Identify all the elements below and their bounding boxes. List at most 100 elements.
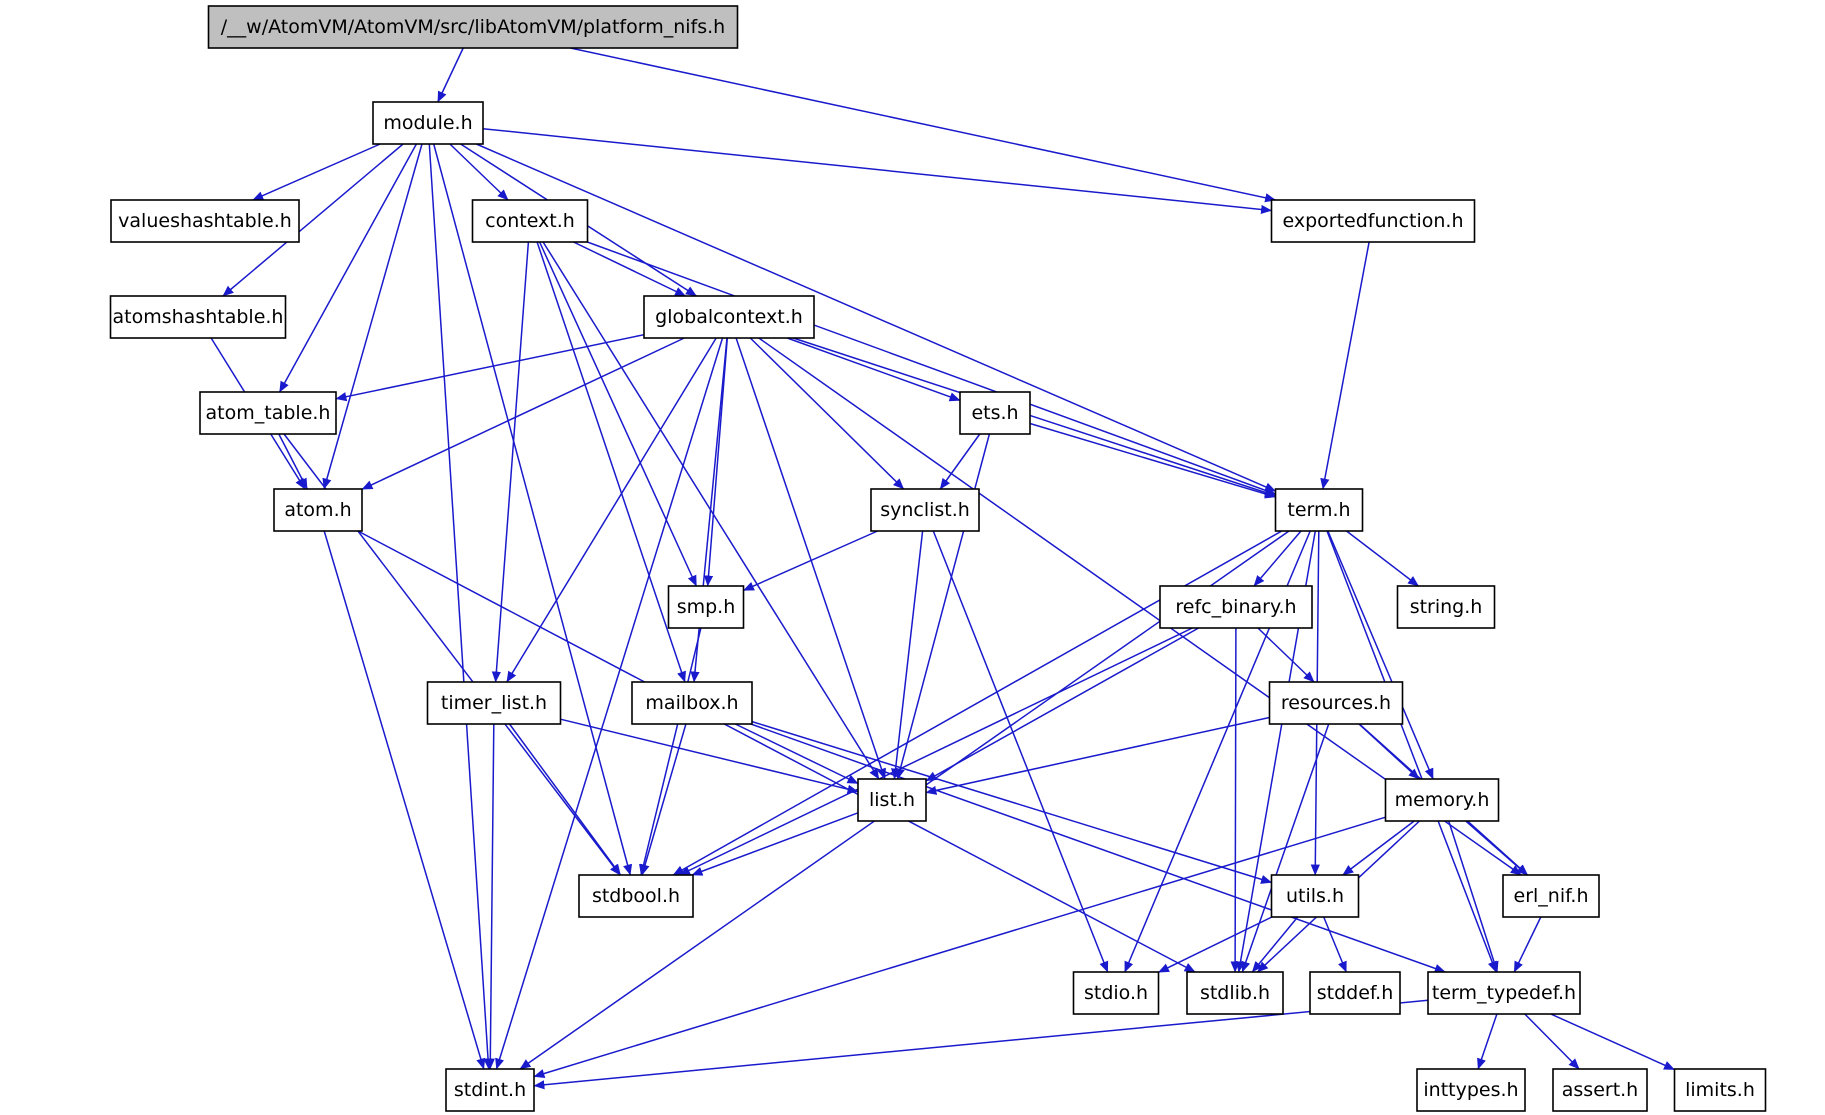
edge-module-to-atom_table: [278, 143, 418, 393]
edge-memory-to-stdint: [533, 816, 1386, 1078]
edge-module-to-stdbool: [432, 143, 633, 876]
node-box: [1502, 874, 1600, 918]
node-ets[interactable]: ets.h: [959, 391, 1031, 435]
edge-globalcontext-to-synclist: [749, 337, 905, 490]
edge-globalcontext-to-list: [735, 337, 886, 780]
node-smp[interactable]: smp.h: [667, 585, 745, 629]
node-box: [207, 5, 739, 49]
node-globalcontext[interactable]: globalcontext.h: [643, 295, 815, 339]
edge-globalcontext-to-term: [792, 337, 1277, 497]
node-box: [1396, 585, 1496, 629]
edge-term_typedef-to-limits: [1550, 1013, 1676, 1071]
node-erl-nif[interactable]: erl_nif.h: [1502, 874, 1600, 918]
node-box: [959, 391, 1031, 435]
node-valueshashtable[interactable]: valueshashtable.h: [110, 199, 300, 243]
node-string[interactable]: string.h: [1396, 585, 1496, 629]
node-box: [1159, 585, 1313, 629]
edge-term-to-refc_binary: [1253, 530, 1302, 587]
edge-exportedfunction-to-term: [1320, 241, 1370, 490]
edge-synclist-to-smp: [742, 530, 878, 592]
node-mailbox[interactable]: mailbox.h: [631, 681, 753, 725]
node-assert[interactable]: assert.h: [1552, 1068, 1648, 1112]
edge-term_typedef-to-assert: [1524, 1013, 1580, 1070]
node-inttypes[interactable]: inttypes.h: [1416, 1068, 1526, 1112]
node-atom-table[interactable]: atom_table.h: [199, 391, 337, 435]
edge-globalcontext-to-atom: [361, 337, 685, 490]
edge-refc_binary-to-list: [925, 627, 1199, 782]
node-label: exportedfunction.h: [1283, 210, 1464, 232]
edge-context-to-mailbox: [536, 241, 686, 683]
node-label: mailbox.h: [645, 692, 738, 714]
edge-module-to-term: [476, 143, 1277, 492]
node-exportedfunction[interactable]: exportedfunction.h: [1270, 199, 1476, 243]
node-box: [372, 101, 484, 145]
edge-globalcontext-to-timer_list: [506, 337, 717, 683]
node-term-typedef[interactable]: term_typedef.h: [1427, 971, 1581, 1015]
edge-globalcontext-to-smp: [703, 337, 729, 587]
nodes-layer: /__w/AtomVM/AtomVM/src/libAtomVM/platfor…: [109, 5, 1767, 1112]
edge-atom-to-stdlib: [357, 530, 1196, 973]
node-label: smp.h: [677, 596, 736, 618]
edge-mailbox-to-utils: [751, 720, 1273, 884]
node-memory[interactable]: memory.h: [1384, 778, 1500, 822]
edge-ets-to-list: [895, 433, 991, 780]
node-box: [1673, 1068, 1767, 1112]
node-refc-binary[interactable]: refc_binary.h: [1159, 585, 1313, 629]
node-box: [1270, 199, 1476, 243]
node-stdlib[interactable]: stdlib.h: [1186, 971, 1284, 1015]
node-utils[interactable]: utils.h: [1270, 874, 1360, 918]
node-label: module.h: [383, 112, 472, 134]
node-box: [857, 778, 927, 822]
node-label: term_typedef.h: [1432, 982, 1576, 1004]
edge-module-to-valueshashtable: [252, 143, 381, 201]
node-box: [273, 488, 363, 532]
node-limits[interactable]: limits.h: [1673, 1068, 1767, 1112]
node-stddef[interactable]: stddef.h: [1309, 971, 1401, 1015]
node-stdio[interactable]: stdio.h: [1072, 971, 1160, 1015]
node-box: [870, 488, 980, 532]
edge-utils-to-stddef: [1323, 916, 1347, 973]
node-list[interactable]: list.h: [857, 778, 927, 822]
edge-synclist-to-list: [890, 530, 924, 780]
edge-timer_list-to-stdint: [485, 723, 495, 1070]
node-label: atom.h: [284, 499, 351, 521]
node-label: stdbool.h: [592, 885, 680, 907]
edge-ets-to-synclist: [939, 433, 981, 490]
edge-term-to-memory: [1327, 530, 1434, 780]
edge-mailbox-to-stdbool: [640, 723, 687, 876]
node-atomshashtable[interactable]: atomshashtable.h: [109, 295, 287, 339]
edge-mailbox-to-term_typedef: [750, 723, 1446, 973]
node-timer-list[interactable]: timer_list.h: [426, 681, 562, 725]
edge-module-to-atom: [322, 143, 423, 490]
node-stdint[interactable]: stdint.h: [445, 1068, 535, 1112]
node-synclist[interactable]: synclist.h: [870, 488, 980, 532]
edges-layer: [210, 47, 1676, 1090]
node-box: [1384, 778, 1500, 822]
node-label: globalcontext.h: [655, 306, 803, 328]
node-label: utils.h: [1286, 885, 1344, 907]
edge-root-to-module: [437, 47, 464, 103]
node-resources[interactable]: resources.h: [1268, 681, 1404, 725]
node-label: atom_table.h: [206, 402, 331, 424]
node-label: /__w/AtomVM/AtomVM/src/libAtomVM/platfor…: [221, 16, 725, 38]
edge-globalcontext-to-stdint: [495, 337, 724, 1070]
node-term[interactable]: term.h: [1274, 488, 1364, 532]
edge-term-to-string: [1346, 530, 1419, 587]
edge-context-to-term: [587, 241, 1277, 495]
node-label: assert.h: [1562, 1079, 1638, 1101]
node-root[interactable]: /__w/AtomVM/AtomVM/src/libAtomVM/platfor…: [207, 5, 739, 49]
edge-term_typedef-to-inttypes: [1477, 1013, 1498, 1070]
node-atom[interactable]: atom.h: [273, 488, 363, 532]
node-stdbool[interactable]: stdbool.h: [578, 874, 694, 918]
node-label: limits.h: [1685, 1079, 1755, 1101]
edge-module-to-exportedfunction: [482, 127, 1273, 215]
node-box: [667, 585, 745, 629]
edge-timer_list-to-list: [560, 718, 859, 794]
node-module[interactable]: module.h: [372, 101, 484, 145]
edge-synclist-to-stdio: [932, 530, 1109, 973]
edge-module-to-stdint: [428, 143, 493, 1070]
node-label: ets.h: [971, 402, 1018, 424]
edge-atom-to-stdint: [323, 530, 486, 1070]
node-context[interactable]: context.h: [471, 199, 589, 243]
edge-atom_table-to-atom: [278, 433, 308, 490]
